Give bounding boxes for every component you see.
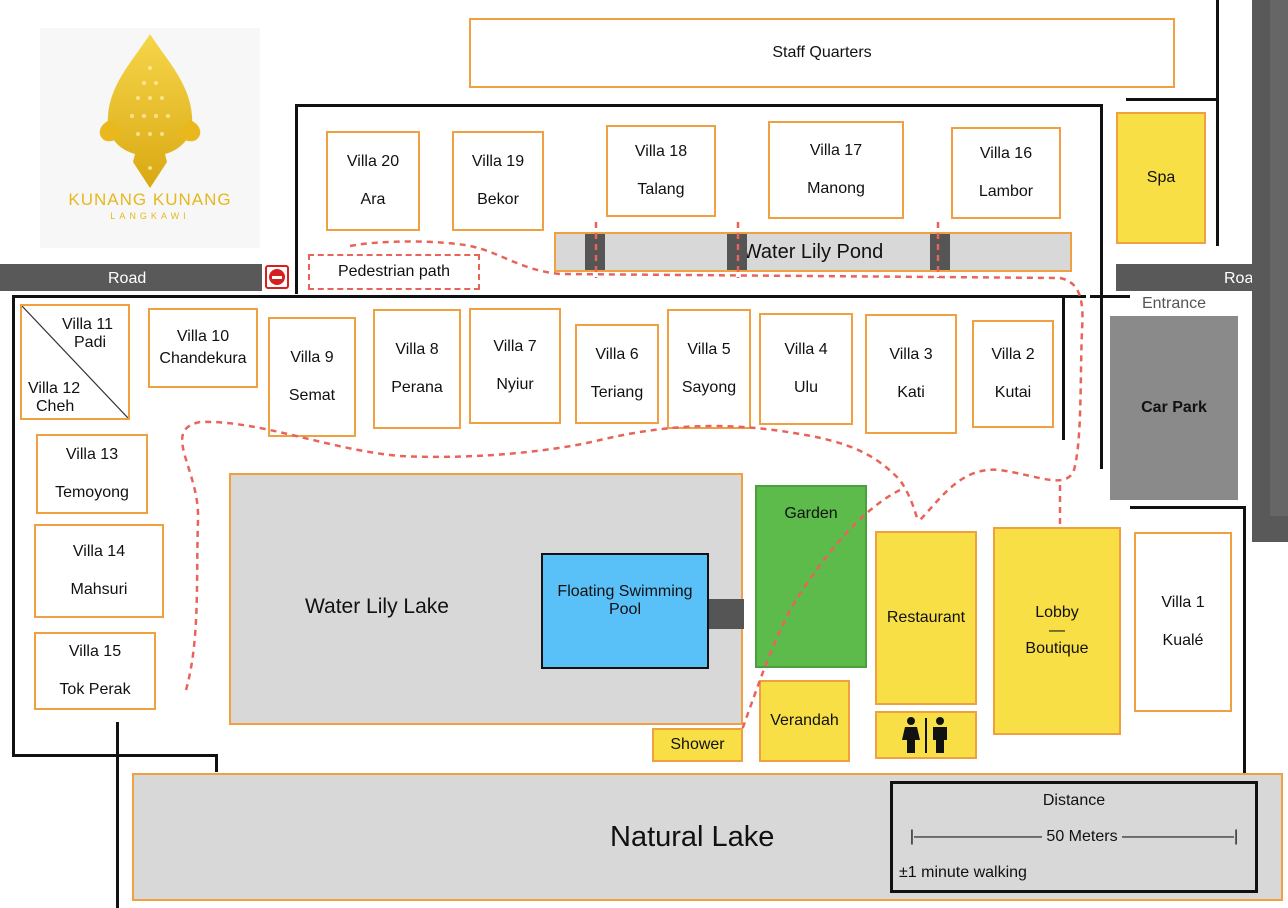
logo-emblem-icon (99, 34, 201, 188)
restroom (875, 711, 977, 759)
restroom-icon (902, 717, 947, 753)
restaurant-label: Restaurant (886, 609, 966, 626)
floating-swimming-pool: Floating Swimming Pool (541, 553, 709, 669)
road-left-label: Road (108, 270, 147, 287)
lobby-dash: — (1049, 622, 1065, 639)
water-lily-pond-label: Water Lily Pond (742, 240, 884, 263)
car-park-label: Car Park (1141, 399, 1207, 416)
distance-scale: |———————— 50 Meters ———————| (909, 828, 1239, 845)
villa-11-sub: Padi (74, 334, 107, 351)
road-left: Road (0, 264, 262, 291)
distance-legend: Distance |———————— 50 Meters ———————| ±1… (890, 781, 1258, 893)
distance-walking: ±1 minute walking (899, 864, 1027, 881)
lobby-label: Lobby (1035, 604, 1079, 621)
pond-bridge-3 (930, 234, 950, 270)
distance-title: Distance (1042, 792, 1106, 809)
garden-label: Garden (784, 505, 838, 522)
lobby-boutique: Lobby — Boutique (993, 527, 1121, 735)
pond-bridge-1 (585, 234, 605, 270)
shower: Shower (652, 728, 743, 762)
verandah: Verandah (759, 680, 850, 762)
staff-quarters-label: Staff Quarters (772, 44, 872, 61)
staff-quarters: Staff Quarters (469, 18, 1175, 88)
water-lily-pond: Water Lily Pond (554, 232, 1072, 272)
pond-bridge-2 (727, 234, 747, 270)
boutique-label: Boutique (1025, 640, 1089, 657)
verandah-label: Verandah (770, 712, 839, 729)
floating-swimming-pool-label: Floating Swimming Pool (557, 582, 693, 618)
villa-11-12: Villa 11 Padi Villa 12 Cheh (20, 304, 130, 420)
villa-12-name: Villa 12 (28, 380, 81, 397)
shower-label: Shower (670, 736, 725, 753)
water-lily-lake-label: Water Lily Lake (305, 595, 449, 618)
logo-name: KUNANG KUNANG (68, 190, 232, 209)
spa-label: Spa (1146, 169, 1176, 186)
pedestrian-path-label: Pedestrian path (337, 263, 451, 280)
natural-lake-label: Natural Lake (610, 821, 775, 853)
car-park: Car Park (1110, 316, 1238, 500)
spa: Spa (1116, 112, 1206, 244)
pedestrian-path-legend: Pedestrian path (308, 254, 480, 290)
entrance-label: Entrance (1132, 293, 1216, 317)
logo: KUNANG KUNANG LANGKAWI (40, 28, 260, 248)
logo-tagline: LANGKAWI (110, 211, 190, 221)
villa-11-name: Villa 11 (62, 316, 113, 333)
restaurant: Restaurant (875, 531, 977, 705)
road-right-edge (1270, 0, 1288, 516)
villa-12-sub: Cheh (36, 398, 75, 415)
no-entry-icon (265, 265, 289, 289)
pool-bridge (706, 599, 744, 629)
